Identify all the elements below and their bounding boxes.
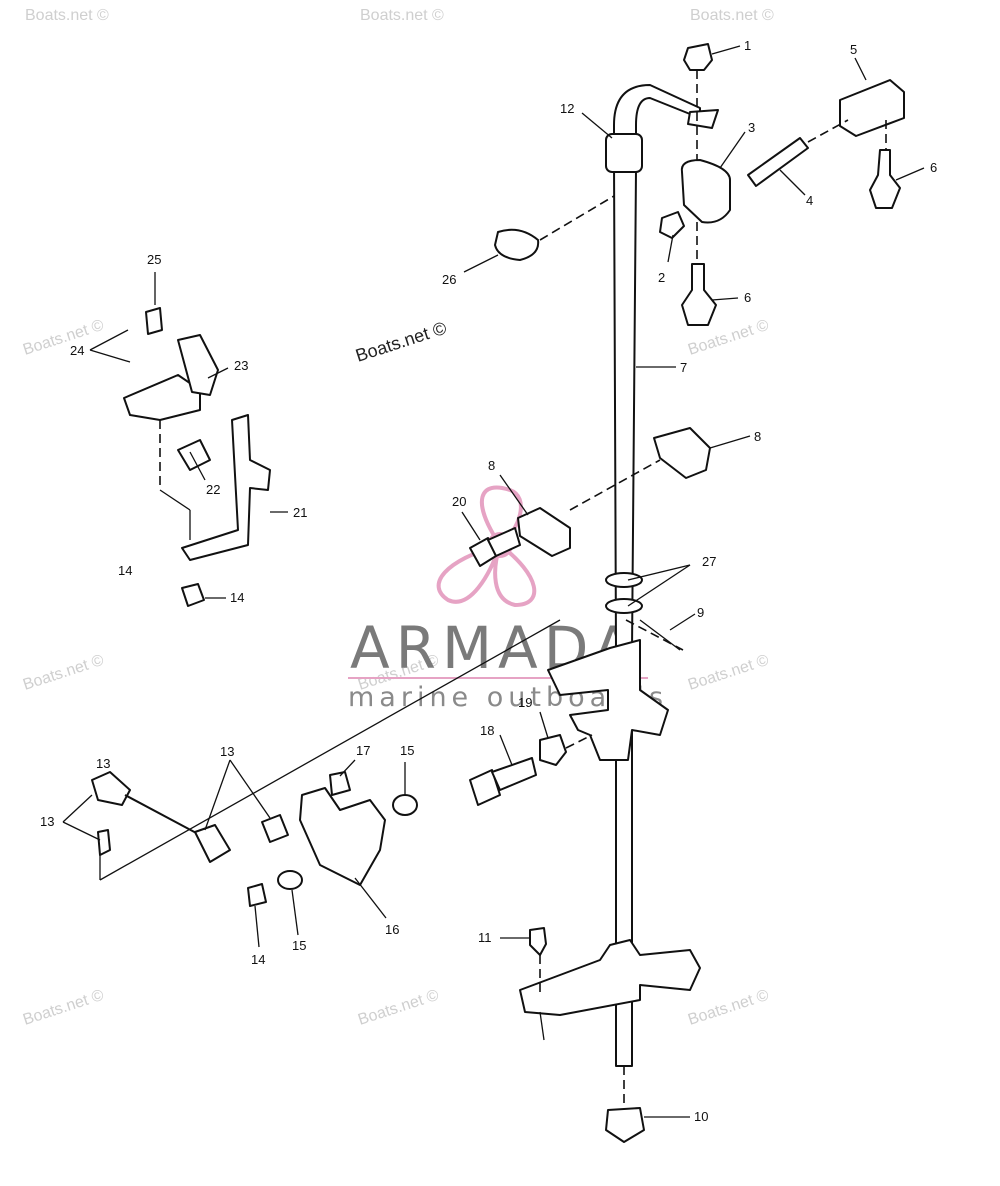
cam-lever <box>547 619 684 761</box>
left-bracket-group <box>123 307 271 607</box>
callout-23: 23 <box>234 358 248 373</box>
callout-16: 16 <box>385 922 399 937</box>
callout-6a: 6 <box>930 160 937 175</box>
watermark-main: Boats.net © <box>353 318 449 366</box>
bolt-18-nut-19 <box>469 734 593 806</box>
callout-14b: 14 <box>251 952 265 967</box>
callout-27: 27 <box>702 554 716 569</box>
upper-linkage <box>659 43 905 326</box>
callout-25: 25 <box>147 252 161 267</box>
callout-15a: 15 <box>400 743 414 758</box>
callout-13b: 13 <box>40 814 54 829</box>
callout-6b: 6 <box>744 290 751 305</box>
leader-lines <box>62 45 925 1118</box>
clip-26 <box>494 195 615 261</box>
callout-18: 18 <box>480 723 494 738</box>
callout-24: 24 <box>70 343 84 358</box>
callout-14c: 14 <box>118 563 132 578</box>
callout-5: 5 <box>850 42 857 57</box>
callout-2: 2 <box>658 270 665 285</box>
callout-10: 10 <box>694 1109 708 1124</box>
lower-left-linkage <box>91 619 561 907</box>
lower-lever <box>519 927 701 1041</box>
watermark: Boats.net © <box>21 317 106 359</box>
callout-labels: 1 2 3 4 5 6 6 7 8 8 9 10 11 12 13 13 13 … <box>40 38 937 1124</box>
callout-21: 21 <box>293 505 307 520</box>
callout-26: 26 <box>442 272 456 287</box>
callout-20: 20 <box>452 494 466 509</box>
watermark-grid: Boats.net © Boats.net © Boats.net © Boat… <box>21 7 774 1029</box>
watermark: Boats.net © <box>690 7 774 24</box>
callout-7: 7 <box>680 360 687 375</box>
callout-3: 3 <box>748 120 755 135</box>
nut-10 <box>605 1066 645 1143</box>
watermark: Boats.net © <box>25 7 109 24</box>
callout-12: 12 <box>560 101 574 116</box>
callout-4: 4 <box>806 193 813 208</box>
callout-1: 1 <box>744 38 751 53</box>
callout-19: 19 <box>518 695 532 710</box>
callout-15b: 15 <box>292 938 306 953</box>
callout-8b: 8 <box>488 458 495 473</box>
callout-11: 11 <box>478 930 492 945</box>
brackets-8 <box>517 427 711 557</box>
bolt-20 <box>469 527 521 567</box>
callout-9: 9 <box>697 605 704 620</box>
watermark: Boats.net © <box>21 652 106 694</box>
watermark: Boats.net © <box>360 7 444 24</box>
watermark: Boats.net © <box>686 987 771 1029</box>
watermark: Boats.net © <box>356 987 441 1029</box>
watermark: Boats.net © <box>21 987 106 1029</box>
watermark: Boats.net © <box>686 652 771 694</box>
callout-22: 22 <box>206 482 220 497</box>
callout-13a: 13 <box>220 744 234 759</box>
callout-17: 17 <box>356 743 370 758</box>
callout-14a: 14 <box>230 590 244 605</box>
callout-13c: 13 <box>96 756 110 771</box>
callout-8a: 8 <box>754 429 761 444</box>
